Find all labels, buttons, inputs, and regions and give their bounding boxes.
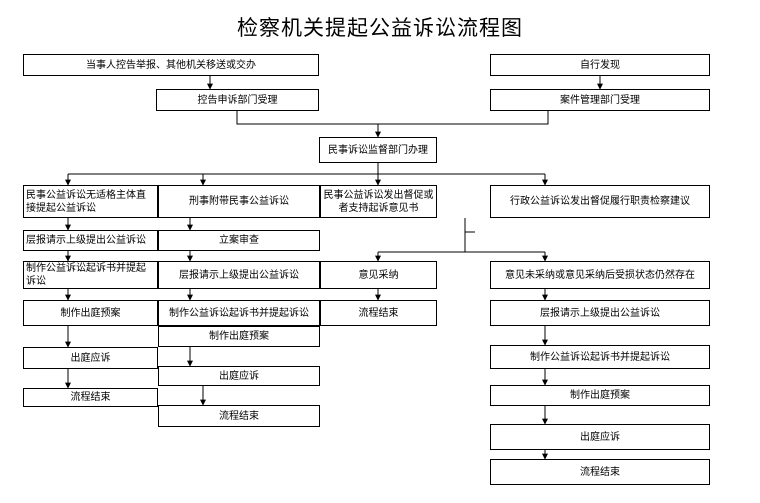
page-title: 检察机关提起公益诉讼流程图 [237,16,523,40]
node-c4-report: 层报请示上级提出公益诉讼 [490,300,710,326]
node-c1-report: 层报请示上级提出公益诉讼 [23,230,158,251]
node-complaint-dept: 控告申诉部门受理 [156,89,319,111]
node-civil-urge: 民事公益诉讼发出督促或者支持起诉意见书 [320,185,437,218]
node-c2-indict: 制作公益诉讼起诉书并提起诉讼 [158,300,320,326]
node-civil-supervision: 民事诉讼监督部门办理 [319,137,437,163]
node-c2-plan: 制作出庭预案 [158,326,320,347]
node-c2-report: 层报请示上级提出公益诉讼 [158,261,320,289]
node-civil-direct: 民事公益诉讼无适格主体直接提起公益诉讼 [23,185,158,218]
node-c1-indict: 制作公益诉讼起诉书并提起诉讼 [23,261,158,289]
node-report: 当事人控告举报、其他机关移送或交办 [23,54,319,76]
node-admin-urge: 行政公益诉讼发出督促履行职责检察建议 [490,185,710,218]
node-self-found: 自行发现 [490,54,710,76]
node-case-mgmt-dept: 案件管理部门受理 [490,89,710,111]
node-c1-plan: 制作出庭预案 [23,300,158,326]
node-c4-end: 流程结束 [490,459,710,485]
node-c2-end: 流程结束 [158,405,320,427]
node-c2-court: 出庭应诉 [158,366,320,386]
node-c4-not-adopt: 意见未采纳或意见采纳后受损状态仍然存在 [490,261,710,289]
node-c4-court: 出庭应诉 [490,424,710,450]
node-c2-filing: 立案审查 [158,230,320,251]
node-c4-indict: 制作公益诉讼起诉书并提起诉讼 [490,345,710,369]
node-criminal-civil: 刑事附带民事公益诉讼 [158,185,320,218]
node-c3-adopt: 意见采纳 [320,261,437,289]
node-c1-court: 出庭应诉 [23,347,158,369]
node-c1-end: 流程结束 [23,388,158,407]
node-c3-end: 流程结束 [320,300,437,326]
node-c4-plan: 制作出庭预案 [490,385,710,406]
